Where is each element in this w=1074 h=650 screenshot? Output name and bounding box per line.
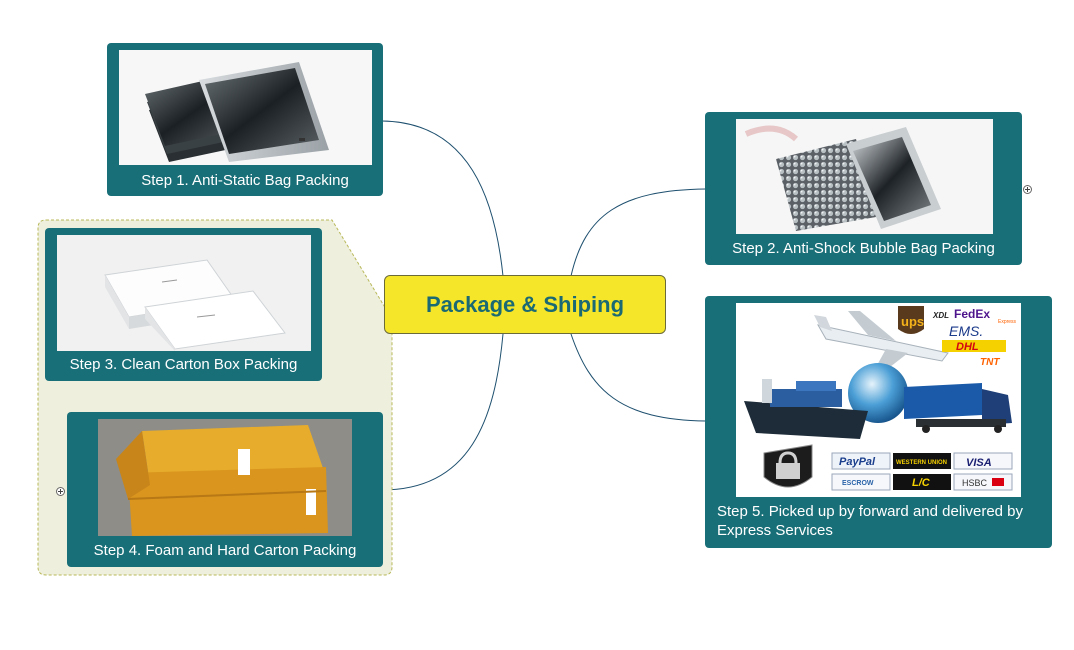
xdl-logo: XDL — [932, 311, 949, 320]
truck-icon — [904, 383, 1012, 433]
paypal-logo: PayPal — [839, 456, 876, 468]
step4-label: Step 4. Foam and Hard Carton Packing — [93, 542, 357, 559]
step1-node[interactable]: Step 1. Anti-Static Bag Packing — [107, 43, 383, 196]
step1-image — [119, 50, 372, 165]
lc-logo: L/C — [912, 477, 931, 489]
globe-icon — [848, 363, 908, 423]
fedex-logo: FedEx — [954, 307, 990, 321]
step3-node[interactable]: Step 3. Clean Carton Box Packing — [45, 228, 322, 381]
plane-icon — [814, 311, 949, 367]
visa-logo: VISA — [966, 457, 992, 469]
step5-image: ups XDL FedEx Express EMS. DHL TNT — [736, 303, 1021, 497]
western-union-logo: WESTERN UNION — [896, 460, 947, 466]
expand-toggle-step2[interactable] — [1023, 185, 1032, 194]
connector-step5 — [570, 333, 707, 422]
expand-toggle-group[interactable] — [56, 487, 65, 496]
step5-node[interactable]: ups XDL FedEx Express EMS. DHL TNT — [705, 296, 1052, 548]
step2-image — [736, 119, 993, 234]
step4-node[interactable]: Step 4. Foam and Hard Carton Packing — [67, 412, 383, 567]
step3-image — [57, 235, 311, 351]
step2-label: Step 2. Anti-Shock Bubble Bag Packing — [732, 240, 995, 257]
ups-logo: ups — [901, 314, 924, 329]
lock-shield-icon — [763, 444, 813, 488]
step3-label: Step 3. Clean Carton Box Packing — [69, 356, 298, 373]
escrow-logo: ESCROW — [842, 480, 874, 487]
connector-step4 — [381, 333, 504, 491]
hsbc-logo: HSBC — [962, 478, 988, 488]
fedex-sub: Express — [998, 319, 1017, 325]
ship-icon — [744, 379, 868, 439]
connector-step1 — [381, 120, 504, 277]
dhl-logo: DHL — [956, 341, 979, 353]
central-topic[interactable]: Package & Shiping — [384, 275, 666, 334]
step2-node[interactable]: Step 2. Anti-Shock Bubble Bag Packing — [705, 112, 1022, 265]
tnt-logo: TNT — [980, 357, 1000, 368]
courier-logos: ups XDL FedEx Express EMS. DHL TNT — [898, 306, 1017, 368]
step4-image — [98, 419, 352, 536]
step1-label: Step 1. Anti-Static Bag Packing — [141, 172, 349, 189]
connector-step2 — [570, 188, 707, 277]
payment-logos: PayPal WESTERN UNION VISA ESCROW L/C HSB… — [831, 452, 1013, 491]
ems-logo: EMS. — [949, 323, 983, 339]
step5-label: Step 5. Picked up by forward and deliver… — [717, 503, 1024, 539]
